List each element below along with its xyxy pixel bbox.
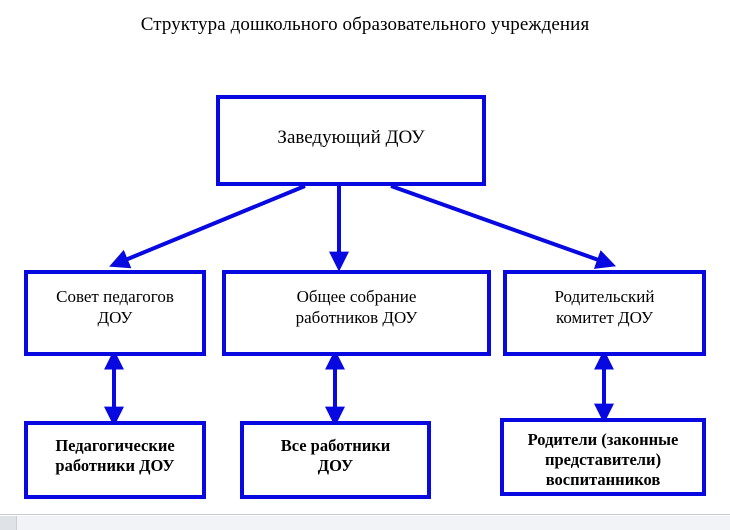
node-all-staff[interactable]: Все работники ДОУ [240, 421, 431, 499]
node-pedagogical-staff[interactable]: Педагогические работники ДОУ [24, 421, 206, 499]
node-parent-committee-label: Родительский комитет ДОУ [554, 287, 655, 327]
page-title: Структура дошкольного образовательного у… [140, 14, 590, 35]
scrollbar-corner [0, 516, 17, 530]
connector-head-to-teachers-council [109, 184, 306, 269]
node-pedagogical-staff-label: Педагогические работники ДОУ [55, 436, 175, 476]
horizontal-scrollbar[interactable] [0, 514, 730, 530]
node-parents[interactable]: Родители (законные представители) воспит… [500, 418, 706, 496]
node-teachers-council-label: Совет педагогов ДОУ [56, 287, 174, 327]
scrollbar-track[interactable] [0, 516, 730, 530]
node-head[interactable]: Заведующий ДОУ [216, 95, 486, 186]
node-general-meeting[interactable]: Общее собрание работников ДОУ [222, 270, 491, 356]
node-teachers-council[interactable]: Совет педагогов ДОУ [24, 270, 206, 356]
node-parent-committee[interactable]: Родительский комитет ДОУ [503, 270, 706, 356]
node-parents-label: Родители (законные представители) воспит… [527, 430, 679, 490]
node-head-label: Заведующий ДОУ [277, 127, 425, 148]
connector-head-to-parent-committee [390, 184, 617, 269]
node-all-staff-label: Все работники ДОУ [280, 436, 391, 476]
node-general-meeting-label: Общее собрание работников ДОУ [295, 287, 418, 327]
